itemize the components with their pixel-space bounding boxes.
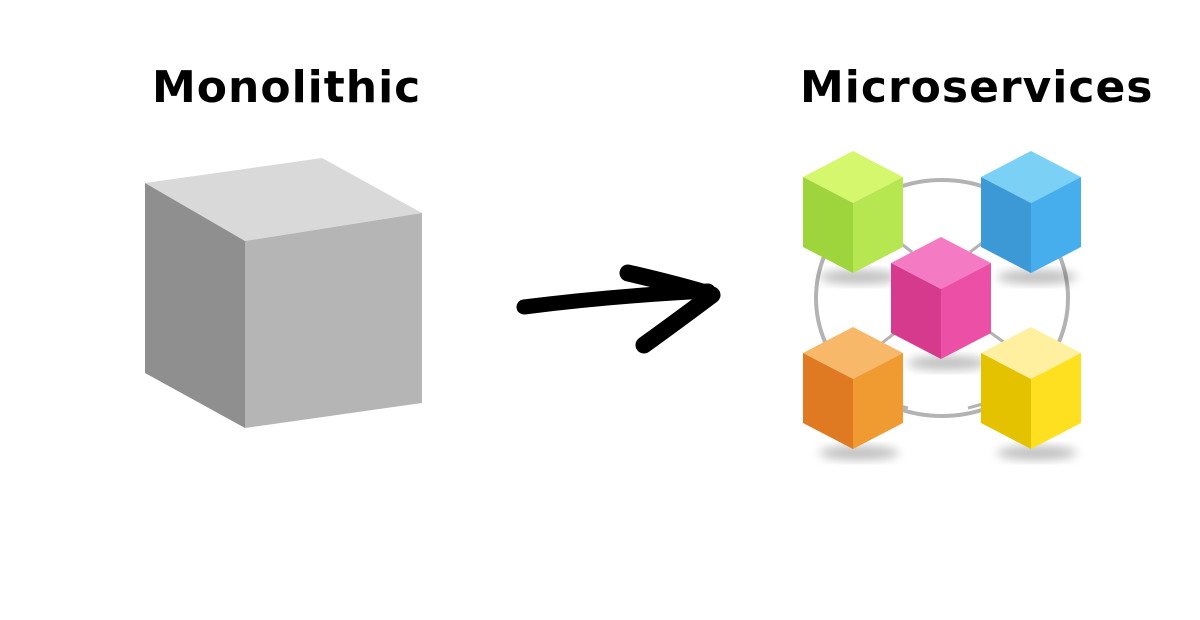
monolith-cube-top <box>145 158 422 241</box>
service-cube-left-face <box>803 353 853 449</box>
service-pink-cube-icon <box>891 237 991 370</box>
service-cube-right-face <box>853 353 903 449</box>
service-cube-left-face <box>803 177 853 273</box>
service-cube-right-face <box>941 263 991 359</box>
service-cube-right-face <box>853 177 903 273</box>
monolith-cube-icon <box>145 158 422 428</box>
monolith-cube-right <box>245 213 422 428</box>
service-cube-left-face <box>981 353 1031 449</box>
service-cube-left-face <box>981 177 1031 273</box>
microservices-network <box>803 151 1081 460</box>
service-cube-left-face <box>891 263 941 359</box>
service-cube-shadow <box>819 446 899 460</box>
service-orange-cube-icon <box>803 327 903 460</box>
service-cube-shadow <box>997 270 1077 284</box>
service-cube-shadow <box>819 270 899 284</box>
service-blue-cube-icon <box>981 151 1081 284</box>
service-cube-right-face <box>1031 177 1081 273</box>
service-cube-shadow <box>907 356 987 370</box>
monolithic-title: Monolithic <box>152 62 422 113</box>
service-yellow-cube-icon <box>981 327 1081 460</box>
service-green-cube-icon <box>803 151 903 284</box>
arrow-right-icon <box>516 264 721 354</box>
service-cube-shadow <box>997 446 1077 460</box>
microservices-title: Microservices <box>800 62 1154 113</box>
service-cube-right-face <box>1031 353 1081 449</box>
network-ring <box>814 178 1070 418</box>
monolith-cube-left <box>145 183 245 428</box>
